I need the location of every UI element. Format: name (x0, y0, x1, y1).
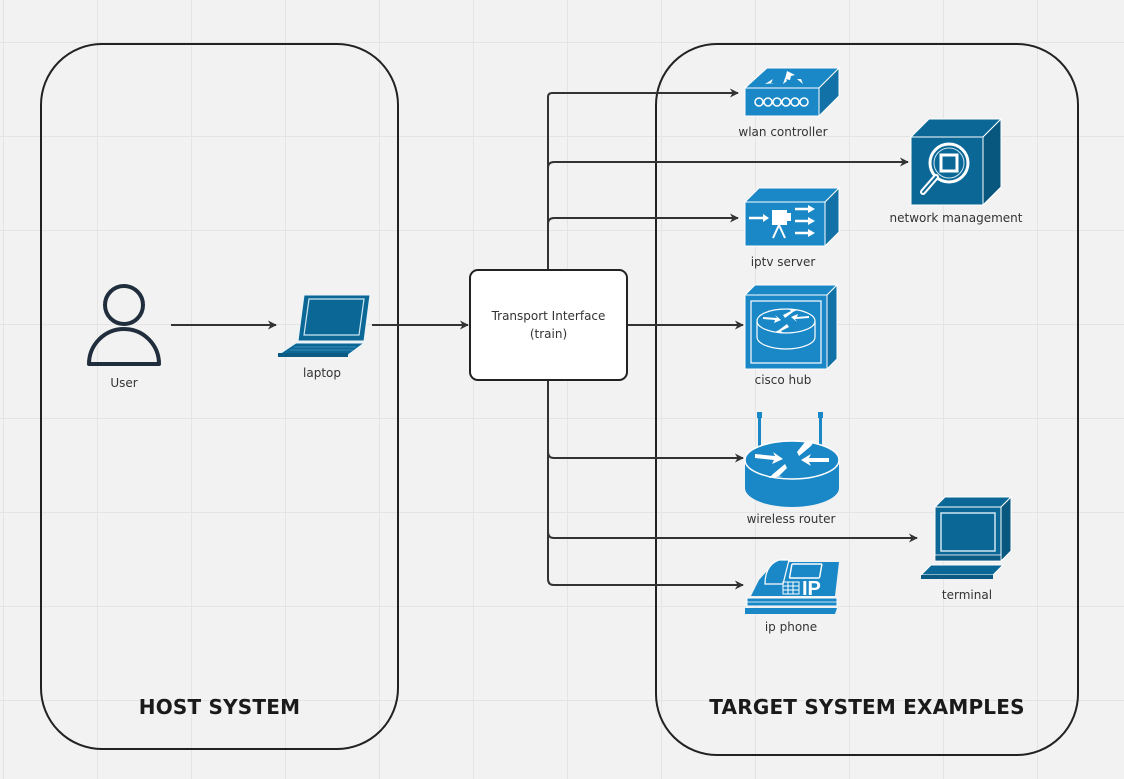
user-label: User (110, 376, 138, 390)
transport-interface-title: Transport Interface (491, 309, 606, 323)
edge-transport-ip-phone[interactable] (547, 532, 744, 590)
target-system-zone[interactable]: TARGET SYSTEM EXAMPLES (655, 43, 1079, 756)
host-system-zone[interactable]: HOST SYSTEM (40, 43, 399, 750)
ip-phone-badge: IP (802, 578, 821, 600)
edge-transport-wireless-router[interactable] (547, 381, 744, 463)
host-system-title: HOST SYSTEM (138, 695, 301, 719)
terminal-label: terminal (941, 588, 993, 602)
wireless-router-icon[interactable] (744, 410, 840, 508)
wlan-controller-icon[interactable] (743, 66, 841, 118)
network-management-label: network management (889, 211, 1023, 225)
terminal-icon[interactable] (919, 495, 1017, 579)
edge-transport-network-management[interactable] (547, 157, 909, 169)
iptv-server-label: iptv server (750, 255, 816, 269)
transport-interface-subtitle: (train) (529, 327, 568, 341)
edge-transport-wlan-controller[interactable] (547, 88, 739, 269)
laptop-icon[interactable] (276, 293, 372, 357)
edge-transport-iptv-server[interactable] (547, 213, 739, 225)
wireless-router-label: wireless router (746, 512, 836, 526)
transport-interface-box[interactable]: Transport Interface (train) (469, 269, 628, 381)
network-management-icon[interactable] (909, 117, 1003, 207)
ip-phone-label: ip phone (764, 620, 818, 634)
ip-phone-icon[interactable]: IP (745, 558, 839, 616)
user-icon[interactable] (86, 284, 162, 368)
target-system-title: TARGET SYSTEM EXAMPLES (709, 695, 1025, 719)
cisco-hub-label: cisco hub (754, 373, 812, 387)
laptop-label: laptop (303, 366, 341, 380)
wlan-controller-label: wlan controller (738, 125, 828, 139)
iptv-server-icon[interactable] (743, 186, 841, 248)
cisco-hub-icon[interactable] (743, 283, 839, 371)
